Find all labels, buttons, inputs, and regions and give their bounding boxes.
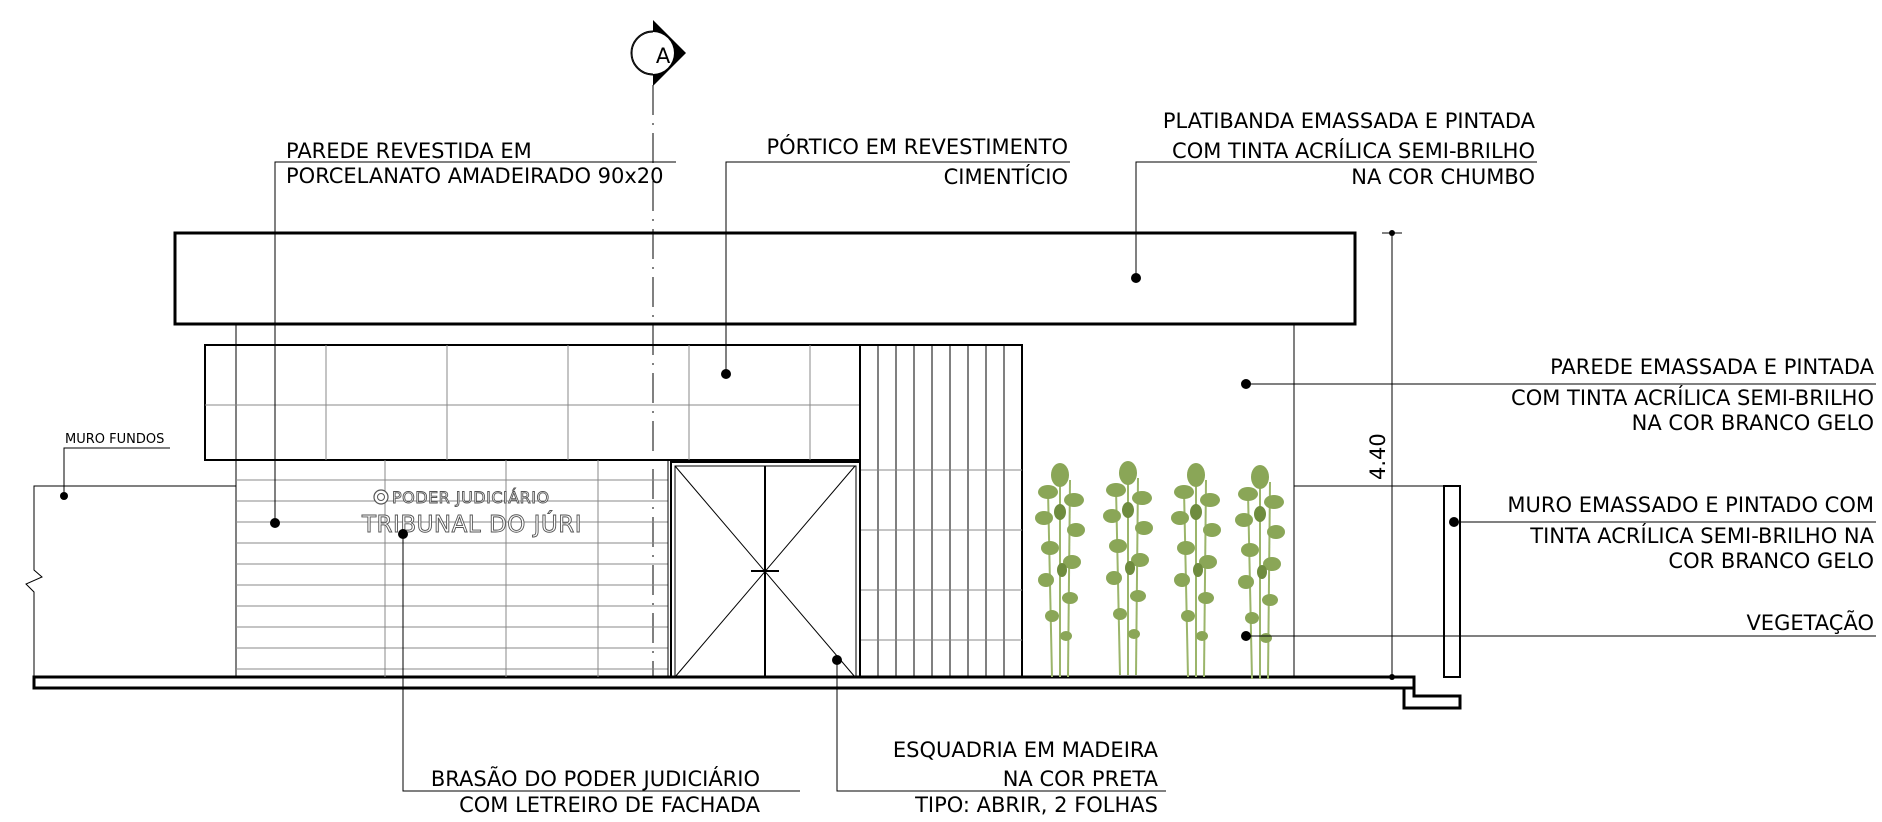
- label-platibanda-3: NA COR CHUMBO: [1351, 165, 1535, 189]
- annotation-muro-emassado: MURO EMASSADO E PINTADO COM TINTA ACRÍLI…: [1507, 493, 1874, 573]
- muro-direito: [1443, 485, 1461, 678]
- dimension-height: 4.40: [1366, 230, 1402, 680]
- plant-4: [1234, 464, 1286, 680]
- label-muro-emassado-1: MURO EMASSADO E PINTADO COM: [1507, 493, 1874, 517]
- label-esquadria-3: TIPO: ABRIR, 2 FOLHAS: [914, 793, 1158, 817]
- label-muro-fundos: MURO FUNDOS: [65, 432, 164, 447]
- label-platibanda-1: PLATIBANDA EMASSADA E PINTADA: [1163, 109, 1536, 133]
- vertical-slats: [859, 344, 1023, 678]
- label-portico-1: PÓRTICO EM REVESTIMENTO: [766, 134, 1068, 159]
- section-marker-letter: A: [656, 44, 671, 68]
- portico: [204, 344, 861, 461]
- label-parede-emassada-2: COM TINTA ACRÍLICA SEMI-BRILHO: [1511, 385, 1874, 410]
- door: [670, 461, 861, 678]
- brasao-icon: [373, 489, 389, 505]
- plant-3: [1170, 462, 1222, 678]
- label-platibanda-2: COM TINTA ACRÍLICA SEMI-BRILHO: [1172, 138, 1535, 163]
- facade-sign: PODER JUDICIÁRIO TRIBUNAL DO JÚRI: [361, 488, 582, 539]
- section-marker: A: [630, 20, 686, 678]
- platibanda: [173, 231, 1357, 326]
- dimension-label: 4.40: [1366, 433, 1390, 480]
- label-parede-revestida-2: PORCELANATO AMADEIRADO 90x20: [286, 164, 664, 188]
- label-muro-emassado-3: COR BRANCO GELO: [1668, 549, 1874, 573]
- muro-fundos: [25, 485, 236, 677]
- label-brasao-2: COM LETREIRO DE FACHADA: [459, 793, 761, 817]
- annotation-brasao: BRASÃO DO PODER JUDICIÁRIO COM LETREIRO …: [431, 765, 761, 817]
- leaders: [60, 161, 1876, 792]
- annotation-parede-revestida: PAREDE REVESTIDA EM PORCELANATO AMADEIRA…: [286, 139, 664, 188]
- label-esquadria-2: NA COR PRETA: [1003, 767, 1159, 791]
- annotation-platibanda: PLATIBANDA EMASSADA E PINTADA COM TINTA …: [1163, 109, 1536, 189]
- label-parede-revestida-1: PAREDE REVESTIDA EM: [286, 139, 532, 163]
- label-brasao-1: BRASÃO DO PODER JUDICIÁRIO: [431, 765, 760, 791]
- label-esquadria-1: ESQUADRIA EM MADEIRA: [893, 738, 1159, 762]
- porcelanato-wall: [236, 460, 669, 677]
- ground-line: [32, 675, 1462, 710]
- annotation-esquadria: ESQUADRIA EM MADEIRA NA COR PRETA TIPO: …: [893, 738, 1159, 817]
- plant-1: [1035, 463, 1085, 678]
- label-muro-emassado-2: TINTA ACRÍLICA SEMI-BRILHO NA: [1529, 523, 1874, 548]
- label-parede-emassada-3: NA COR BRANCO GELO: [1632, 411, 1874, 435]
- label-vegetacao: VEGETAÇÃO: [1746, 609, 1874, 635]
- label-portico-2: CIMENTÍCIO: [944, 164, 1068, 189]
- vegetation: [1035, 460, 1286, 680]
- annotation-portico: PÓRTICO EM REVESTIMENTO CIMENTÍCIO: [766, 134, 1068, 189]
- sign-line1: PODER JUDICIÁRIO: [392, 488, 550, 507]
- annotation-parede-emassada: PAREDE EMASSADA E PINTADA COM TINTA ACRÍ…: [1511, 355, 1875, 435]
- sign-line2: TRIBUNAL DO JÚRI: [361, 510, 582, 538]
- plant-2: [1102, 460, 1154, 676]
- label-parede-emassada-1: PAREDE EMASSADA E PINTADA: [1550, 355, 1875, 379]
